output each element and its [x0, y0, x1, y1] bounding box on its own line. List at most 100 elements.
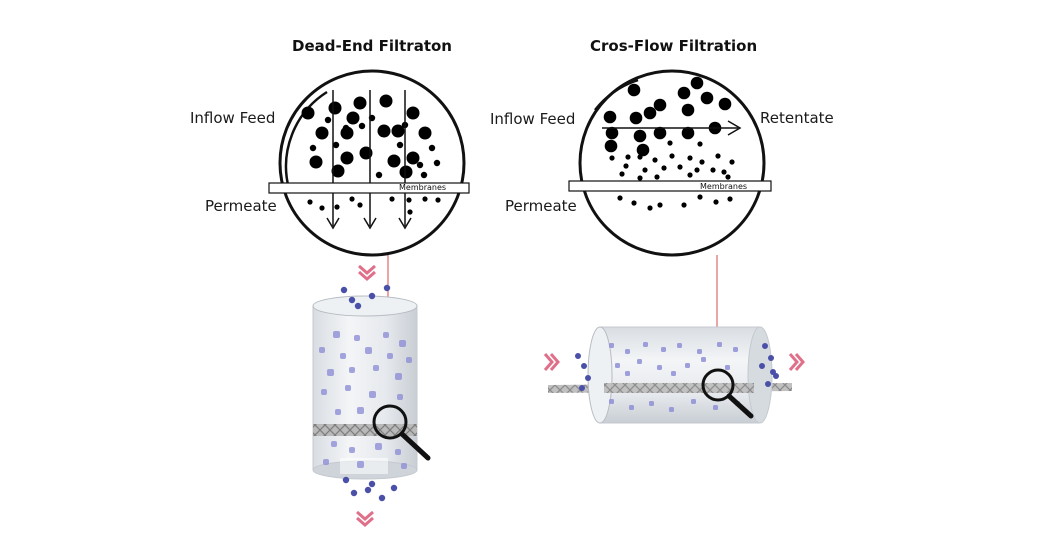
particle [309, 155, 323, 169]
particle [428, 144, 436, 152]
particle [433, 159, 441, 167]
particle [399, 165, 413, 179]
particle [406, 197, 412, 203]
particle [379, 94, 393, 108]
particle [733, 347, 738, 352]
particle [435, 197, 441, 203]
particle [365, 347, 372, 354]
particle [579, 385, 585, 391]
particle [671, 371, 676, 376]
particle [307, 199, 313, 205]
particle [715, 153, 721, 159]
cross-flow-title: Cros-Flow Filtration [590, 37, 758, 55]
particle [609, 399, 614, 404]
particle [350, 489, 358, 497]
particle [647, 205, 653, 211]
particle [603, 110, 617, 124]
particle [387, 154, 401, 168]
particle [765, 381, 771, 387]
particle [710, 167, 716, 173]
particle [358, 122, 366, 130]
chevron-stroke [356, 510, 374, 521]
chevron-stroke [794, 353, 805, 371]
magnifier-icon [372, 404, 431, 461]
particle [713, 405, 718, 410]
particle [395, 449, 401, 455]
particle [690, 76, 704, 90]
particle [319, 205, 325, 211]
chevron-stroke [543, 353, 554, 371]
particle [725, 174, 731, 180]
particle [354, 335, 360, 341]
particle [391, 124, 405, 138]
particle [681, 126, 695, 140]
particle [353, 96, 367, 110]
particle [345, 385, 351, 391]
double-chevron-icon [788, 353, 805, 371]
particle [669, 407, 674, 412]
particle [342, 476, 350, 484]
cross-flow-membrane-label: Membranes [700, 182, 748, 191]
particle [729, 159, 735, 165]
particle [407, 209, 413, 215]
particle [762, 343, 768, 349]
double-chevron-icon [543, 353, 560, 371]
particle [609, 155, 615, 161]
magnifier-icon [701, 368, 754, 419]
particle [627, 83, 641, 97]
particle [387, 353, 393, 359]
chevron-stroke [788, 353, 799, 371]
particle [390, 484, 398, 492]
particle [331, 441, 337, 447]
dead-end-panel [268, 69, 470, 527]
particle [661, 347, 666, 352]
particle [342, 124, 350, 132]
particle [375, 171, 383, 179]
cross-flow-permeate-label: Permeate [505, 197, 577, 215]
particle [348, 296, 356, 304]
particle [357, 461, 364, 468]
particle [605, 126, 619, 140]
particle [691, 399, 696, 404]
dead-end-inflow-label: Inflow Feed [190, 109, 276, 127]
chevron-stroke [358, 270, 376, 281]
particle [349, 196, 355, 202]
particle [773, 373, 779, 379]
particle [335, 409, 341, 415]
particle [721, 169, 727, 175]
particle [609, 343, 614, 348]
particle [633, 129, 647, 143]
dead-end-membrane-label: Membranes [399, 183, 447, 192]
particle [637, 154, 643, 160]
particle [375, 443, 382, 450]
particle [323, 459, 329, 465]
particle [725, 365, 730, 370]
particle [377, 124, 391, 138]
particle [699, 159, 705, 165]
particle [340, 151, 354, 165]
particle [321, 389, 327, 395]
particle [654, 174, 660, 180]
particle [652, 157, 658, 163]
particle [642, 167, 648, 173]
horizontal-vessel [548, 326, 792, 424]
particle [328, 101, 342, 115]
particle [669, 153, 675, 159]
particle [389, 196, 395, 202]
particle [357, 202, 363, 208]
particle [340, 353, 346, 359]
particle [383, 332, 389, 338]
particle [697, 194, 703, 200]
particle [629, 405, 634, 410]
cross-flow-inflow-label: Inflow Feed [490, 110, 576, 128]
particle [615, 363, 620, 368]
particle [378, 494, 386, 502]
particle [331, 164, 345, 178]
particle [643, 106, 657, 120]
particle [397, 394, 403, 400]
particle [619, 171, 625, 177]
particle [717, 342, 722, 347]
double-chevron-icon [356, 510, 374, 527]
particle [685, 363, 690, 368]
